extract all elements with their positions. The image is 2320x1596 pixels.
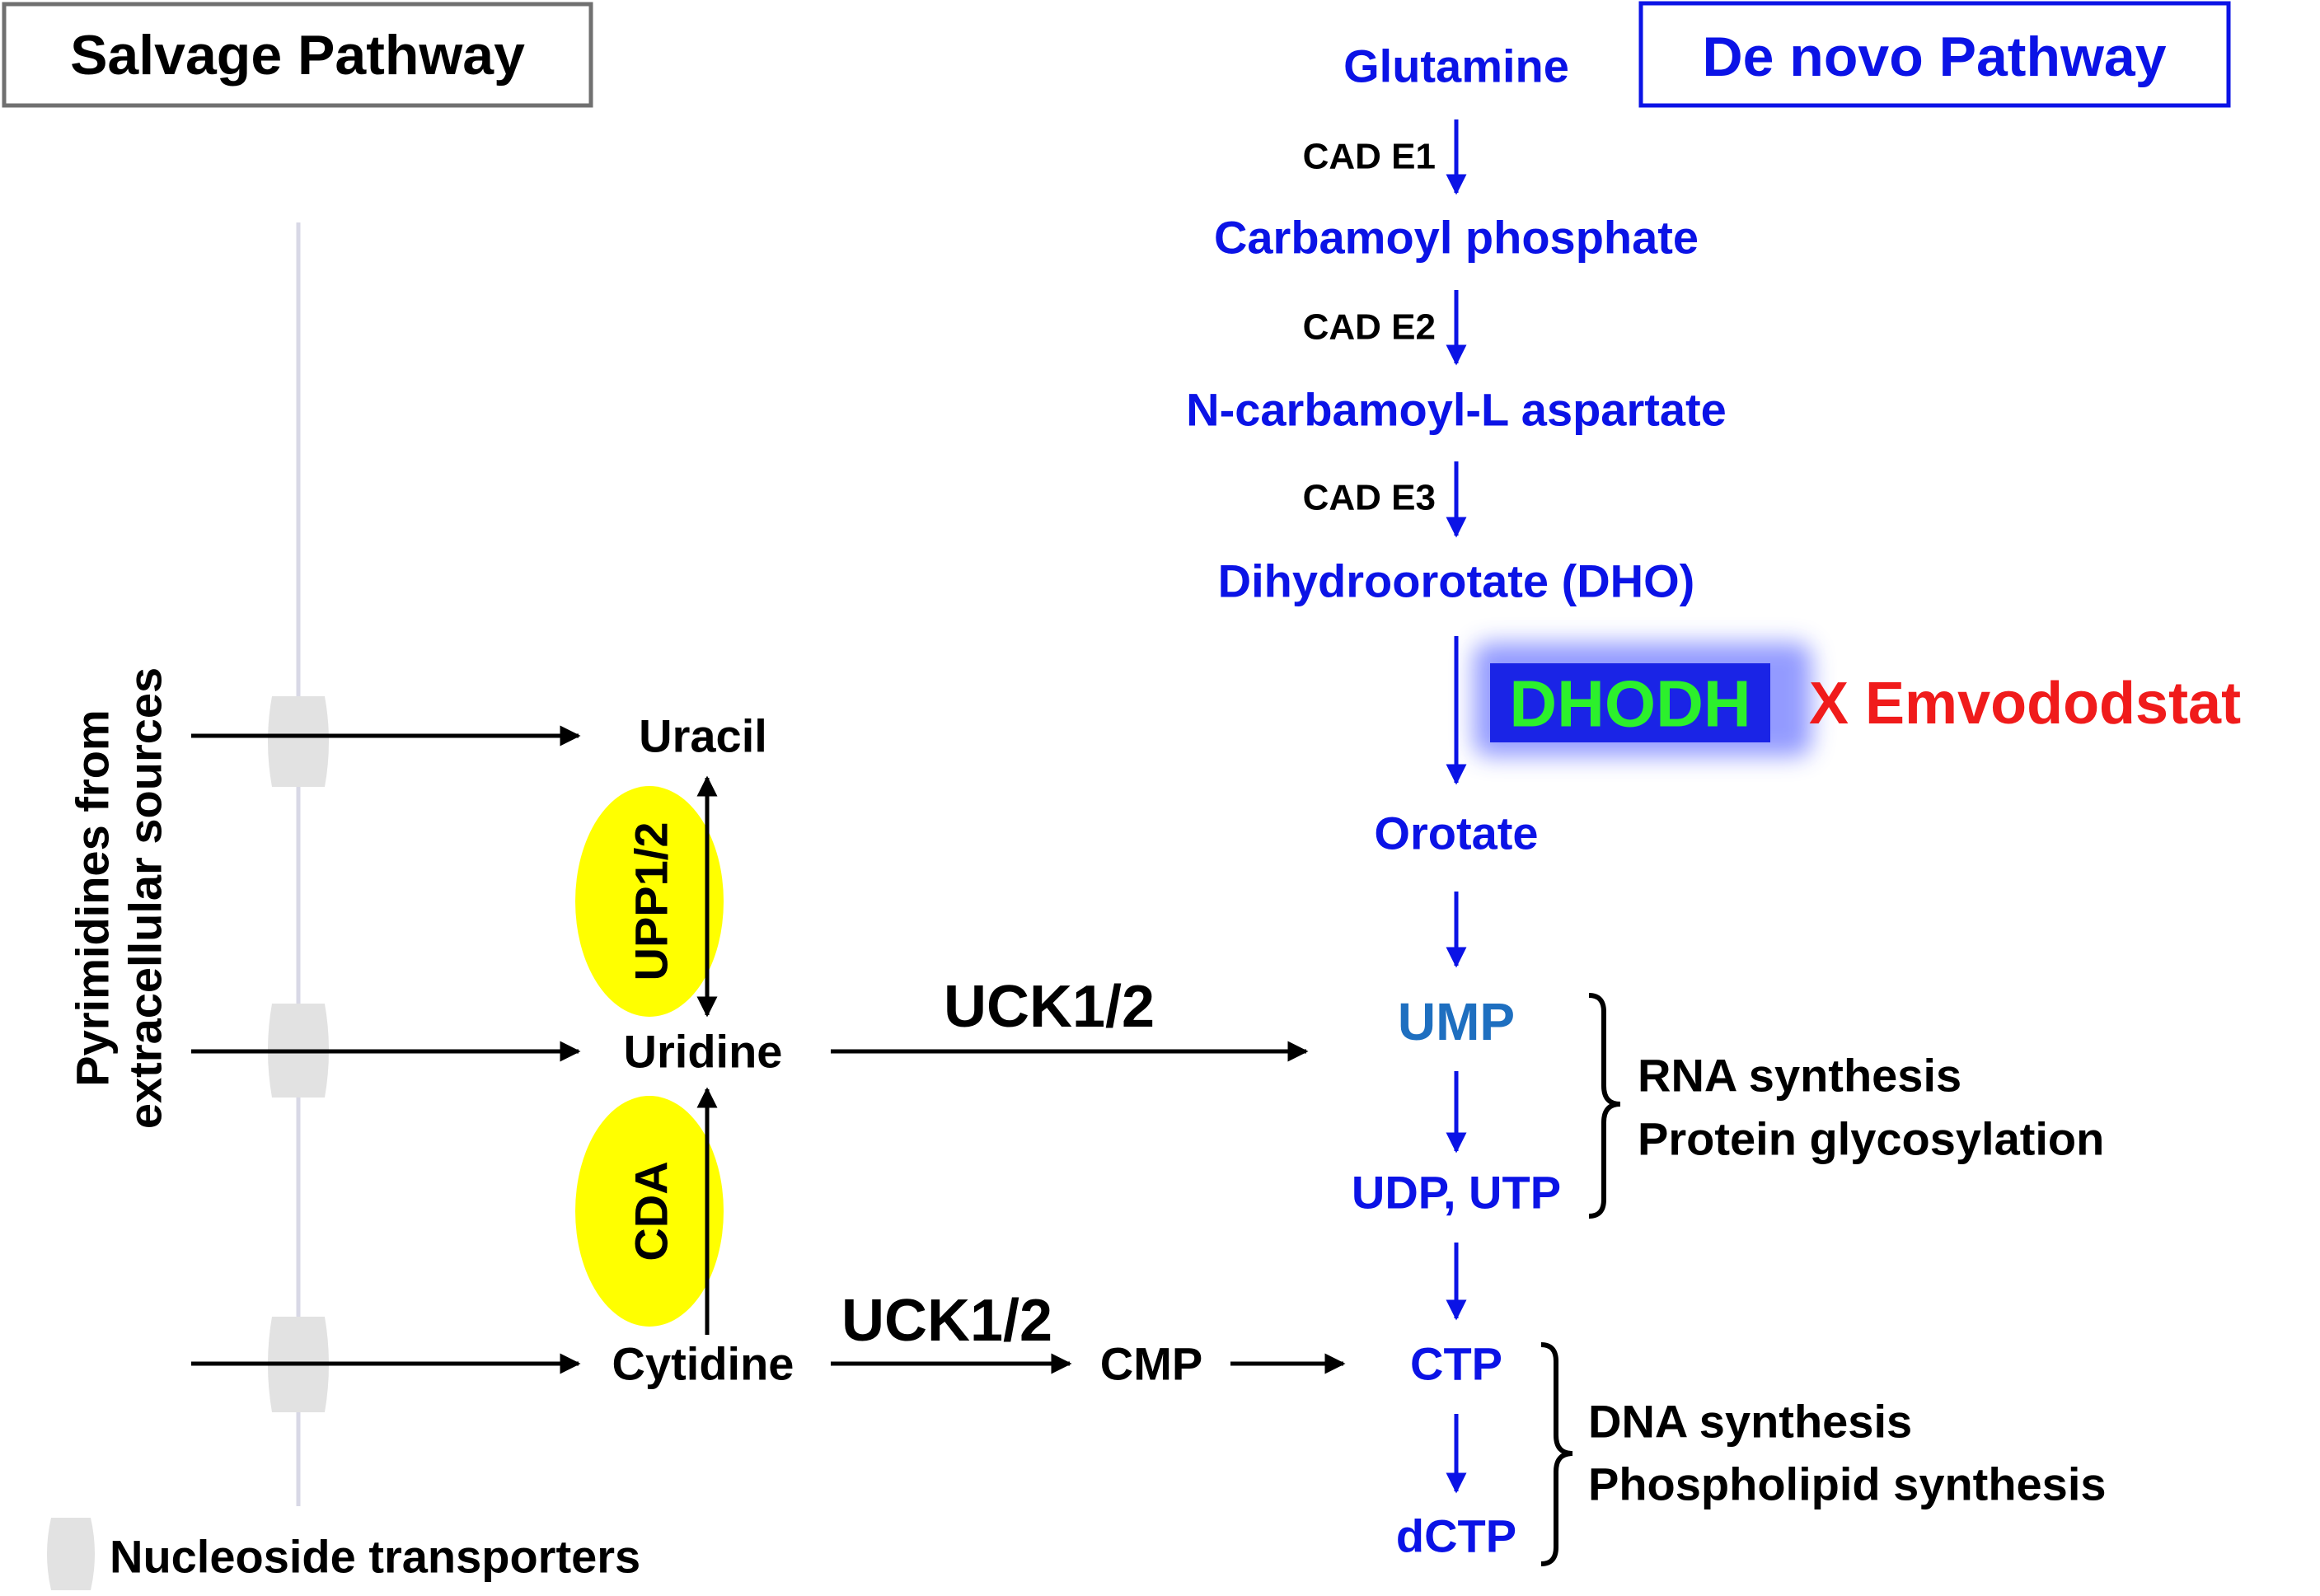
upp-enzyme-ellipse (575, 786, 724, 1017)
legend-label: Nucleoside transporters (110, 1531, 640, 1583)
ump-label: UMP (1398, 992, 1515, 1051)
ump-brace (1588, 993, 1621, 1219)
cad-e3-label: CAD E3 (1303, 478, 1436, 518)
dhodh-label: DHODH (1509, 667, 1751, 741)
carbamoyl-phosphate-label: Carbamoyl phosphate (1214, 212, 1699, 264)
ctp-label: CTP (1410, 1338, 1502, 1390)
uck-top-label: UCK1/2 (944, 974, 1155, 1040)
orotate-label: Orotate (1374, 807, 1538, 859)
uridine-label: Uridine (624, 1026, 783, 1078)
salvage-title: Salvage Pathway (70, 24, 525, 87)
cytidine-label: Cytidine (612, 1338, 794, 1390)
phospholipid-synthesis-label: Phospholipid synthesis (1588, 1458, 2107, 1510)
uracil-label: Uracil (639, 710, 767, 762)
emvododstat-inhibitor-label: X Emvododstat (1809, 671, 2241, 737)
ncarbamoyl-aspartate-label: N-carbamoyl-L aspartate (1186, 384, 1727, 436)
upp-enzyme-label: UPP1/2 (626, 822, 677, 981)
uck-bottom-label: UCK1/2 (841, 1288, 1052, 1354)
transporter-icon (268, 696, 329, 787)
rna-synthesis-label: RNA synthesis (1638, 1050, 1961, 1102)
dna-synthesis-label: DNA synthesis (1588, 1396, 1912, 1448)
dhodh-box (1490, 663, 1770, 742)
ctp-brace (1540, 1342, 1573, 1566)
dctp-label: dCTP (1396, 1510, 1516, 1562)
dihydroorotate-label: Dihydroorotate (DHO) (1218, 555, 1695, 607)
cda-enzyme-ellipse (575, 1096, 724, 1327)
salvage-title-box (2, 2, 593, 108)
denovo-title-box (1638, 1, 2231, 108)
source-label-line1: Pyrimidines from (67, 709, 119, 1086)
cda-enzyme-label: CDA (626, 1161, 677, 1261)
protein-glycosylation-label: Protein glycosylation (1638, 1113, 2104, 1165)
cmp-label: CMP (1100, 1338, 1202, 1390)
cad-e2-label: CAD E2 (1303, 307, 1436, 348)
udp-utp-label: UDP, UTP (1352, 1167, 1561, 1219)
source-label-line2: extracellular sources (120, 667, 171, 1129)
legend-transporter-icon (47, 1518, 95, 1590)
denovo-title: De novo Pathway (1702, 26, 2166, 88)
cad-e1-label: CAD E1 (1303, 137, 1436, 177)
glutamine-label: Glutamine (1343, 40, 1569, 92)
